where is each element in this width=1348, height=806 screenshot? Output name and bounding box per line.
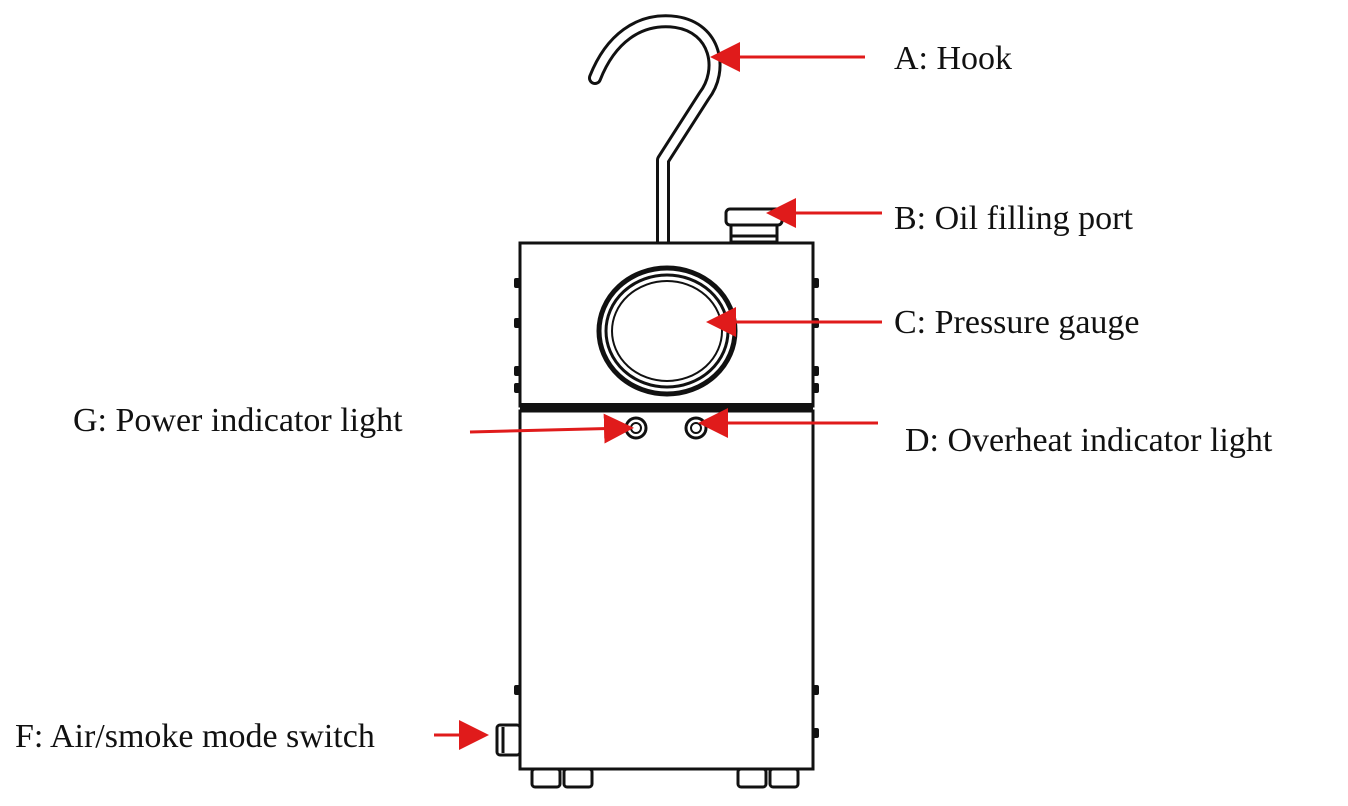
machine-body bbox=[518, 241, 815, 771]
overheat-indicator-light bbox=[684, 416, 708, 440]
power-indicator-light bbox=[624, 416, 648, 440]
air-smoke-mode-switch bbox=[495, 723, 522, 757]
label-overheat-indicator: D: Overheat indicator light bbox=[905, 422, 1273, 459]
pointer-arrows bbox=[434, 42, 882, 750]
arrow-power bbox=[469, 413, 634, 444]
hook bbox=[588, 14, 722, 249]
label-oil-filling-port: B: Oil filling port bbox=[894, 200, 1134, 237]
label-pressure-gauge: C: Pressure gauge bbox=[894, 304, 1140, 341]
lower-housing bbox=[518, 409, 815, 771]
label-hook: A: Hook bbox=[894, 40, 1012, 77]
housing-seam bbox=[520, 403, 813, 411]
label-mode-switch: F: Air/smoke mode switch bbox=[15, 718, 375, 755]
label-power-indicator: G: Power indicator light bbox=[73, 402, 403, 439]
feet bbox=[530, 767, 800, 789]
